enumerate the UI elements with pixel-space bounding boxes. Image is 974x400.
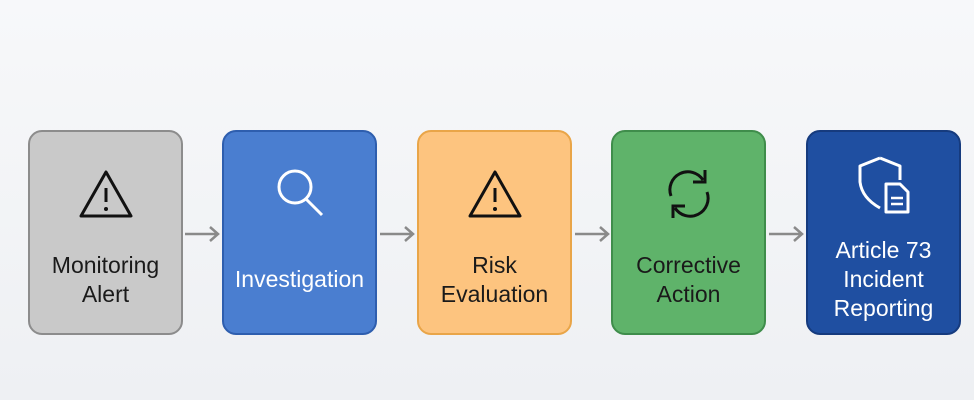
- step-label: Monitoring Alert: [51, 251, 160, 307]
- step-label: Article 73 Incident Reporting: [833, 237, 934, 321]
- warning-icon: [79, 170, 132, 218]
- step-monitoring-alert: Monitoring Alert: [28, 130, 183, 335]
- arrow-right-icon: [185, 226, 220, 242]
- step-label: Investigation: [234, 266, 365, 292]
- step-label: Corrective Action: [636, 251, 741, 307]
- search-icon: [277, 169, 323, 217]
- shield-document-icon: [858, 156, 909, 214]
- arrow-right-icon: [575, 226, 610, 242]
- step-article-73-incident-reporting: Article 73 Incident Reporting: [806, 130, 961, 335]
- arrow-right-icon: [380, 226, 415, 242]
- refresh-icon: [667, 170, 710, 218]
- arrow-right-icon: [769, 226, 804, 242]
- step-investigation: Investigation: [222, 130, 377, 335]
- step-label: Risk Evaluation: [440, 251, 549, 307]
- step-risk-evaluation: Risk Evaluation: [417, 130, 572, 335]
- warning-icon: [468, 170, 521, 218]
- step-corrective-action: Corrective Action: [611, 130, 766, 335]
